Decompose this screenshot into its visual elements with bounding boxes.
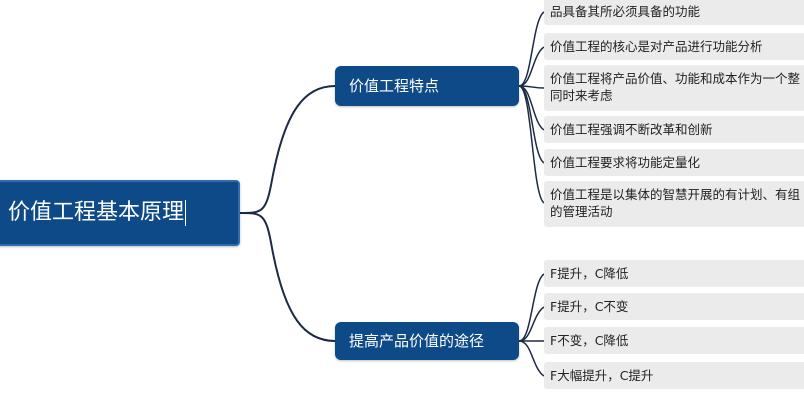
leaf-text: F提升，C降低 (550, 266, 629, 281)
leaf-text: 的管理活动 (550, 204, 613, 219)
branch-node-features[interactable]: 价值工程特点 (335, 66, 519, 106)
leaf-text: 品具备其所必须具备的功能 (550, 4, 701, 19)
leaf-text: 同时来考虑 (550, 88, 613, 103)
leaf-node-methods-1[interactable]: F提升，C降低 (544, 260, 804, 287)
leaf-node-features-2[interactable]: 价值工程的核心是对产品进行功能分析 (544, 33, 804, 60)
leaf-node-methods-3[interactable]: F不变，C降低 (544, 327, 804, 354)
connector-features-leaf-2 (518, 46, 545, 87)
leaf-text: 价值工程的核心是对产品进行功能分析 (550, 39, 763, 54)
connector-root-to-features (239, 85, 336, 214)
leaf-node-features-1[interactable]: 品具备其所必须具备的功能 (544, 0, 804, 25)
root-node[interactable]: 价值工程基本原理 (0, 180, 240, 246)
leaf-node-methods-4[interactable]: F大幅提升，C提升 (544, 362, 804, 389)
connector-methods-leaf-2 (518, 306, 545, 342)
leaf-node-features-5[interactable]: 价值工程要求将功能定量化 (544, 149, 804, 176)
connector-features-leaf-6 (518, 85, 545, 204)
leaf-text: 价值工程将产品价值、功能和成本作为一个整 (550, 71, 801, 86)
leaf-text: 价值工程要求将功能定量化 (550, 155, 701, 170)
branch-node-label: 价值工程特点 (349, 77, 440, 95)
root-node-label: 价值工程基本原理 (8, 200, 185, 225)
connector-features-leaf-1 (518, 11, 545, 87)
leaf-text: F提升，C不变 (550, 299, 629, 314)
branch-node-methods[interactable]: 提高产品价值的途径 (335, 322, 519, 360)
leaf-text: F大幅提升，C提升 (550, 368, 654, 383)
leaf-node-features-3[interactable]: 价值工程将产品价值、功能和成本作为一个整 同时来考虑 (544, 65, 804, 111)
leaf-node-methods-2[interactable]: F提升，C不变 (544, 293, 804, 320)
leaf-text: 价值工程是以集体的智慧开展的有计划、有组 (550, 187, 801, 202)
leaf-node-features-4[interactable]: 价值工程强调不断改革和创新 (544, 116, 804, 143)
branch-node-label: 提高产品价值的途径 (349, 332, 485, 350)
text-cursor (185, 200, 187, 226)
leaf-node-features-6[interactable]: 价值工程是以集体的智慧开展的有计划、有组 的管理活动 (544, 181, 804, 227)
connector-methods-leaf-4 (518, 340, 545, 377)
connector-methods-leaf-1 (518, 273, 545, 342)
leaf-text: F不变，C降低 (550, 333, 629, 348)
connector-features-leaf-5 (518, 85, 545, 164)
leaf-text: 价值工程强调不断改革和创新 (550, 122, 713, 137)
connector-root-to-methods (239, 212, 336, 342)
